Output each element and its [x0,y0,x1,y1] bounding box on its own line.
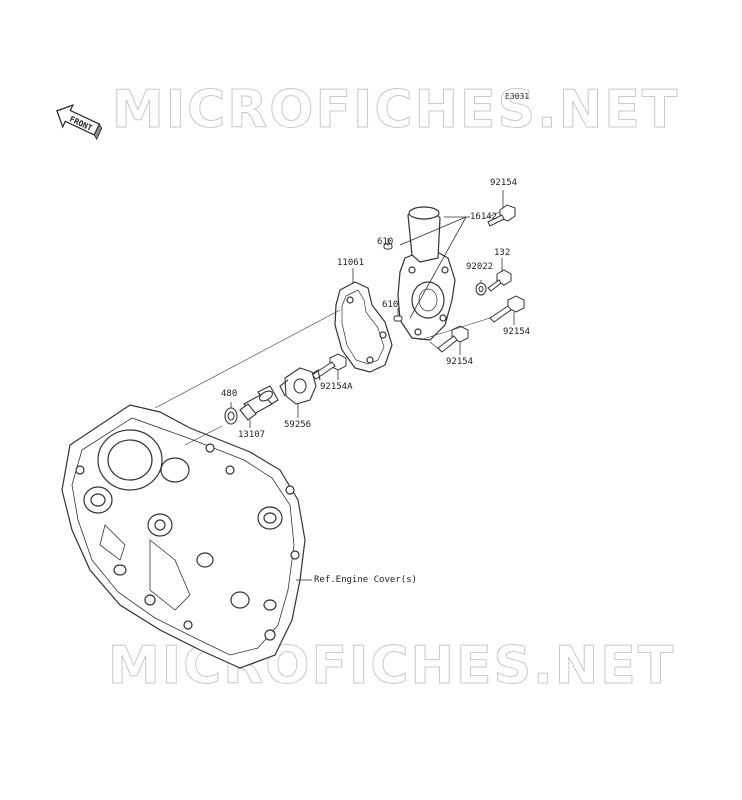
bolt-92154-top [485,204,516,227]
shaft-13107 [239,385,279,421]
diagram-code: E3031 [505,92,530,101]
label-16142: 16142 [470,212,498,222]
bolt-132 [487,269,512,292]
label-59256: 59256 [284,420,312,430]
label-132: 132 [494,248,511,258]
bolt-92154A [311,353,347,380]
bolt-92154-bottom [437,325,469,353]
oil-seal-480 [224,407,238,425]
label-ref-engine-cover: Ref.Engine Cover(s) [314,575,417,585]
label-610-b: 610 [382,300,399,310]
washer-92022 [475,282,487,296]
front-arrow-icon: FRONT [56,104,103,141]
label-92022: 92022 [466,262,494,272]
bolt-92154-right [489,295,525,323]
label-13107: 13107 [238,430,266,440]
impeller-59256 [279,367,321,405]
gasket-11061 [334,281,393,373]
label-92154-right: 92154 [503,327,531,337]
engine-cover [61,404,306,669]
label-11061: 11061 [337,258,365,268]
label-610-a: 610 [377,237,394,247]
label-92154A: 92154A [320,382,353,392]
water-pump-cover [397,206,456,341]
label-92154-bottom: 92154 [446,357,474,367]
label-480: 480 [221,389,238,399]
leader-lines [154,190,515,581]
label-92154-top: 92154 [490,178,518,188]
dowel-pin-610-b [393,315,403,322]
watermark-top: MICROFICHES.NET [111,80,680,140]
